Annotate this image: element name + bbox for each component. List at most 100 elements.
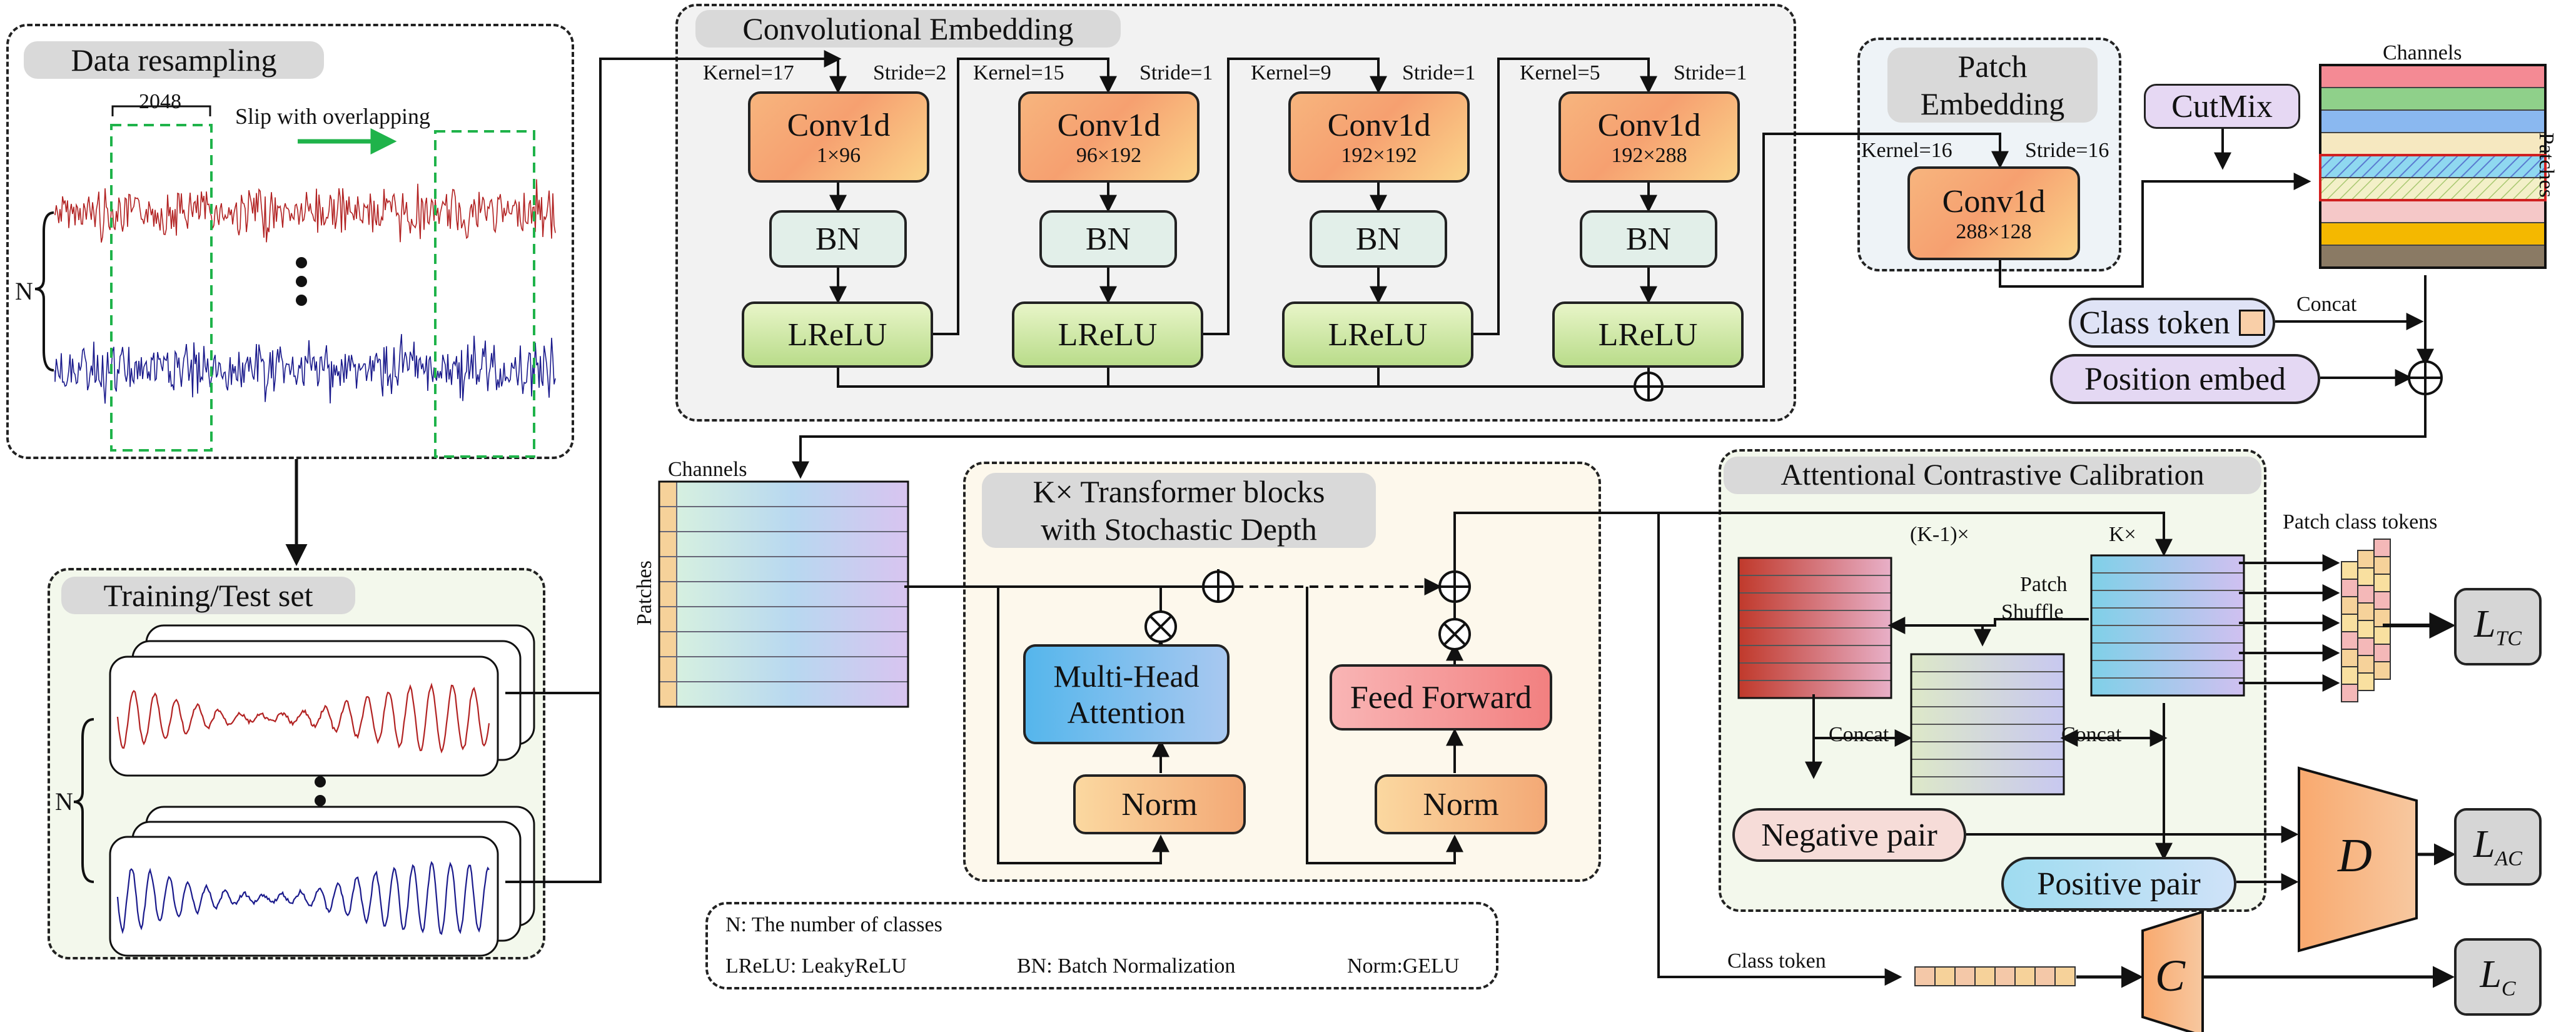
- conv1d-block-2: Conv1d 96×192: [1018, 91, 1200, 183]
- token-class-cell: [659, 556, 677, 582]
- token-class-cell: [659, 481, 677, 507]
- legend-bn: BN: Batch Normalization: [1017, 954, 1236, 978]
- patch-class-token-cell: [2357, 602, 2375, 621]
- train-red-trace: [116, 682, 490, 754]
- conv1d-dims: 192×288: [1611, 143, 1687, 167]
- shuffle-grid-row: [1911, 689, 2064, 707]
- transformer-title-2: with Stochastic Depth: [982, 510, 1376, 548]
- token-class-cell: [659, 506, 677, 532]
- norm-block-ff: Norm: [1375, 774, 1547, 834]
- patch-embedding-title-1: Patch: [1887, 48, 2098, 85]
- legend-panel: [705, 902, 1498, 989]
- red-signal-trace: [54, 179, 556, 243]
- shuffle-grid-border: [1910, 653, 2065, 796]
- kernel-label-4: Kernel=5: [1520, 61, 1600, 84]
- mha-line-2: Attention: [1067, 695, 1186, 730]
- window-size-label: 2048: [139, 90, 181, 113]
- shuffle-grid-row: [1911, 654, 2064, 672]
- shuffle-grid-row: [1911, 724, 2064, 742]
- patch-class-token-cell: [2341, 614, 2358, 632]
- positive-grid-row: [2091, 660, 2245, 679]
- conv1d-label: Conv1d: [1597, 107, 1701, 143]
- class-token-cell: [1934, 966, 1956, 986]
- negative-grid-row: [1738, 557, 1892, 576]
- acc-positive-grid: [2090, 554, 2245, 697]
- loss-tc-box: LTC: [2454, 588, 2542, 665]
- training-title: Training/Test set: [61, 577, 355, 614]
- training-stack-bottom: [109, 806, 535, 957]
- conv1d-block-3: Conv1d 192×192: [1288, 91, 1470, 183]
- patch-class-token-cell: [2373, 626, 2391, 645]
- patch-grid-row: [2320, 177, 2546, 201]
- multi-head-attention-block: Multi-Head Attention: [1023, 644, 1230, 744]
- kernel-label-3: Kernel=9: [1251, 61, 1331, 84]
- discriminator-block: [2298, 766, 2418, 953]
- patch-shuffle-label-1: Patch: [2020, 573, 2068, 596]
- token-row: [676, 631, 909, 657]
- lrelu-block-2: LReLU: [1012, 301, 1203, 368]
- lrelu-block-4: LReLU: [1552, 301, 1744, 368]
- norm-block-attn: Norm: [1073, 774, 1246, 834]
- data-resampling-title: Data resampling: [24, 41, 324, 79]
- patch-grid-row: [2320, 87, 2546, 111]
- bn-block-4: BN: [1580, 210, 1717, 268]
- token-row: [676, 481, 909, 507]
- feed-forward-block: Feed Forward: [1330, 664, 1552, 731]
- conv1d-dims: 96×192: [1076, 143, 1142, 167]
- positive-grid-row: [2091, 677, 2245, 696]
- shuffle-grid-row: [1911, 671, 2064, 690]
- patch-grid-row: [2320, 200, 2546, 223]
- patch-class-token-cell: [2373, 644, 2391, 662]
- class-token-cell: [2014, 966, 2036, 986]
- cutmix-highlight: [2319, 154, 2547, 201]
- patch-class-token-cell: [2357, 637, 2375, 656]
- stride-label-2: Stride=1: [1139, 61, 1213, 84]
- patch-grid-channels-label: Channels: [2383, 41, 2462, 64]
- token-class-cell: [659, 631, 677, 657]
- conv1d-block-1: Conv1d 1×96: [748, 91, 929, 183]
- patch-grid: [2319, 64, 2547, 269]
- class-token-cell: [1954, 966, 1976, 986]
- loss-c-box: LC: [2454, 938, 2542, 1016]
- acc-title: Attentional Contrastive Calibration: [1724, 457, 2261, 494]
- patch-class-token-cell: [2373, 556, 2391, 575]
- blue-signal-trace: [54, 334, 556, 404]
- legend-classes: N: The number of classes: [725, 913, 942, 936]
- patch-stride-label: Stride=16: [2025, 139, 2109, 162]
- position-embed-box: Position embed: [2050, 354, 2320, 404]
- conv1d-dims: 192×192: [1341, 143, 1417, 167]
- patch-class-token-cell: [2341, 631, 2358, 650]
- class-token-box: Class token: [2069, 298, 2275, 348]
- patch-grid-row: [2320, 154, 2546, 178]
- positive-grid-border: [2090, 554, 2245, 697]
- negative-grid-row: [1738, 662, 1892, 681]
- concat-label-left: Concat: [1829, 723, 1889, 746]
- positive-grid-row: [2091, 607, 2245, 626]
- patch-class-token-cell: [2341, 684, 2358, 702]
- class-token-square-icon: [2238, 310, 2265, 336]
- token-class-cell: [659, 656, 677, 682]
- class-token-cell: [1974, 966, 1996, 986]
- legend-norm: Norm:GELU: [1347, 954, 1460, 978]
- mha-line-1: Multi-Head: [1053, 659, 1200, 694]
- token-row: [676, 681, 909, 707]
- positive-grid-row: [2091, 555, 2245, 574]
- patch-class-tokens-label: Patch class tokens: [2283, 510, 2438, 534]
- loss-ac-box: LAC: [2454, 808, 2542, 886]
- conv1d-label: Conv1d: [1942, 183, 2046, 220]
- class-token-cell: [1914, 966, 1936, 986]
- acc-negative-grid: [1737, 557, 1892, 699]
- shuffle-grid-row: [1911, 759, 2064, 777]
- conv1d-label: Conv1d: [1327, 107, 1431, 143]
- token-class-cell: [659, 581, 677, 607]
- patch-embedding-title-2: Embedding: [1887, 85, 2098, 123]
- bn-block-1: BN: [769, 210, 907, 268]
- legend-lrelu: LReLU: LeakyReLU: [725, 954, 907, 978]
- token-row: [676, 556, 909, 582]
- token-row: [676, 606, 909, 632]
- patch-class-token-cell: [2357, 567, 2375, 586]
- class-token-cell: [2034, 966, 2056, 986]
- loss-c-symbol: LC: [2480, 953, 2516, 1001]
- class-token-output-label: Class token: [1727, 949, 1826, 973]
- token-row: [676, 581, 909, 607]
